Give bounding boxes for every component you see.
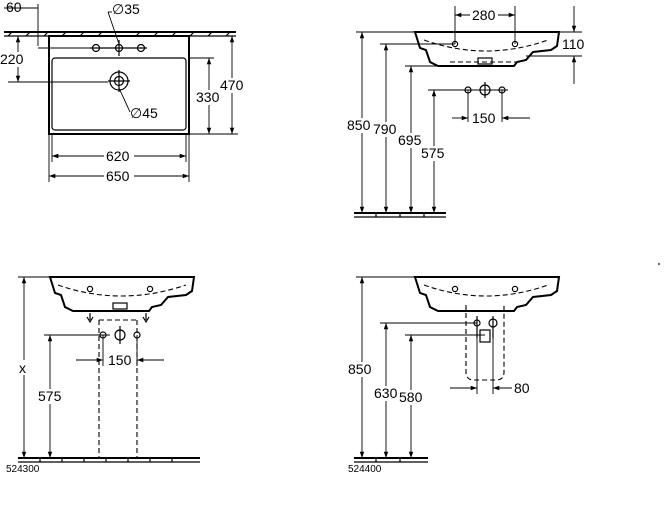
dim-d45-label: ∅45 (130, 105, 158, 121)
dim-d35-label: ∅35 (112, 1, 140, 17)
dim-110-label: 110 (562, 36, 585, 52)
dim-80-label: 80 (514, 380, 530, 396)
pedestal-hidden-524300 (98, 319, 138, 458)
arrow-right-524300 (142, 313, 150, 324)
dim-220-mask (0, 52, 26, 67)
dim-280-label: 280 (472, 7, 496, 23)
drain-outlet-524300 (112, 302, 128, 310)
basin-outline (48, 35, 190, 135)
basin-profile-524400 (413, 276, 561, 312)
dim-850-label: 850 (347, 117, 371, 133)
dim-790-mask (372, 122, 400, 137)
hole-left-524400 (451, 285, 459, 293)
dim-650-label: 650 (106, 168, 130, 184)
dim-x-label: x (19, 360, 26, 376)
floor-hatch-524300 (39, 458, 173, 462)
basin-front-profile (413, 31, 561, 67)
dim-330-mask (196, 90, 222, 105)
hole-left-524300 (86, 285, 94, 293)
dim-630-label: 630 (374, 385, 398, 401)
dim-850-mask (346, 118, 374, 133)
siphon-trap (479, 329, 491, 343)
dim-d45-leader (118, 87, 131, 113)
dim-x-mask (17, 360, 31, 375)
dim-280-mask (470, 7, 498, 21)
dim-150-label: 150 (472, 110, 496, 126)
dim-575-mask-524300 (37, 389, 65, 404)
basin-bowl-hidden-524400 (423, 284, 549, 297)
dim-850-label-524400: 850 (348, 361, 372, 377)
dim-580-label: 580 (399, 389, 423, 405)
product-code-524300: 524300 (6, 464, 40, 475)
floor-hatch (375, 213, 425, 217)
product-code-524400: 524400 (348, 464, 382, 475)
basin-profile-524300 (48, 276, 196, 312)
stray-dot (658, 263, 660, 265)
drain-outlet (477, 57, 493, 65)
dim-620-label: 620 (106, 148, 130, 164)
dim-575-label-524300: 575 (38, 388, 62, 404)
dim-630-mask (373, 386, 401, 401)
basin-bowl-hidden-524300 (57, 284, 187, 297)
arrow-left-524300 (86, 313, 94, 324)
dim-620-mask (104, 148, 134, 162)
front-view: 280 110 850 790 695 575 (346, 6, 585, 218)
dim-60-label: 60 (6, 0, 22, 15)
wall-hatch (7, 31, 231, 37)
dim-470-label: 470 (220, 77, 244, 93)
dim-d35-leader (107, 11, 120, 45)
dim-150-label-524300: 150 (108, 352, 132, 368)
top-view: 60 220 ∅35 ∅45 330 470 620 650 (0, 0, 246, 184)
hole-right-524300 (146, 285, 154, 293)
dim-220-label: 220 (0, 51, 24, 67)
basin-bowl (51, 57, 187, 131)
dim-580-mask (398, 390, 426, 405)
view-524400: 850 630 580 80 524400 (347, 276, 561, 475)
dim-575-label: 575 (421, 145, 445, 161)
dim-695-mask (397, 133, 425, 148)
view-524300: 150 x 575 524300 (6, 276, 200, 475)
dim-790-label: 790 (373, 121, 397, 137)
hole-right-524400 (511, 285, 519, 293)
dim-575-mask (420, 146, 448, 161)
floor-hatch-524400 (375, 458, 401, 462)
dim-650-mask (104, 168, 134, 182)
dim-330-label: 330 (196, 89, 220, 105)
semi-pedestal-hidden (465, 305, 505, 381)
dim-695-label: 695 (398, 132, 422, 148)
dim-850-mask-524400 (347, 362, 375, 377)
dim-470-mask (220, 78, 246, 93)
basin-bowl-hidden (423, 39, 549, 52)
